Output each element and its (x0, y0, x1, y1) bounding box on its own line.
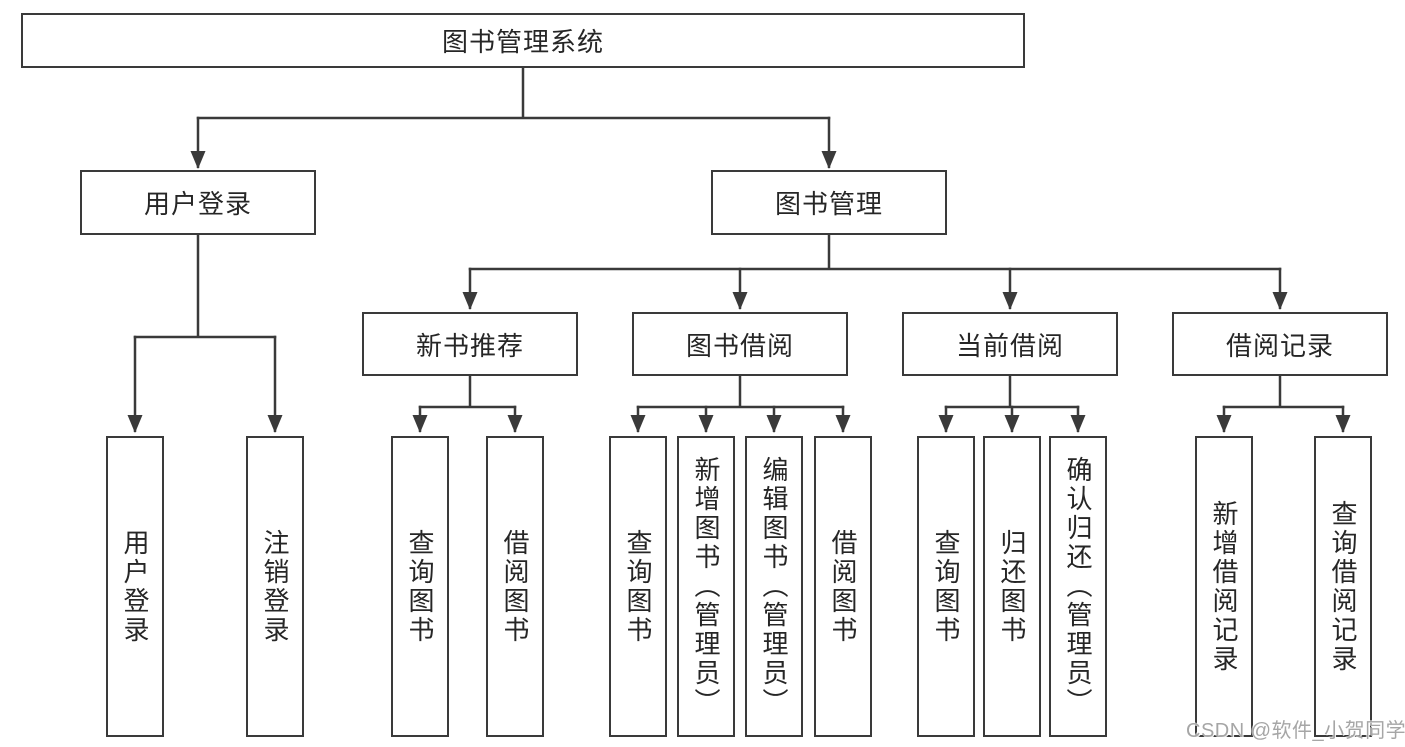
leaf-label: 注销登录 (260, 528, 290, 645)
leaf-label: 新增借阅记录 (1209, 499, 1239, 674)
leaf-query-books-3: 查询图书 (917, 436, 975, 737)
node-borrow-records: 借阅记录 (1172, 312, 1388, 376)
csdn-watermark: CSDN @软件_小贺同学 (1186, 720, 1405, 742)
leaf-label: 借阅图书 (500, 528, 530, 645)
leaf-user-login: 用户登录 (106, 436, 164, 737)
leaf-add-books-admin: 新增图书（管理员） (677, 436, 735, 737)
leaf-add-borrow-record: 新增借阅记录 (1195, 436, 1253, 737)
node-new-book-recommend: 新书推荐 (362, 312, 578, 376)
node-book-management: 图书管理 (711, 170, 947, 235)
leaf-query-books-1: 查询图书 (391, 436, 449, 737)
leaf-label: 查询借阅记录 (1328, 499, 1358, 674)
leaf-label: 用户登录 (120, 528, 150, 645)
leaf-label: 归还图书 (997, 528, 1027, 645)
leaf-label: 编辑图书（管理员） (759, 456, 789, 717)
node-root: 图书管理系统 (21, 13, 1025, 68)
leaf-label: 确认归还（管理员） (1063, 456, 1093, 717)
node-user-login: 用户登录 (80, 170, 316, 235)
leaf-label: 查询图书 (405, 528, 435, 645)
node-book-borrow: 图书借阅 (632, 312, 848, 376)
leaf-confirm-return-admin: 确认归还（管理员） (1049, 436, 1107, 737)
leaf-borrow-books-2: 借阅图书 (814, 436, 872, 737)
leaf-label: 新增图书（管理员） (691, 456, 721, 717)
leaf-query-borrow-record: 查询借阅记录 (1314, 436, 1372, 737)
leaf-label: 借阅图书 (828, 528, 858, 645)
leaf-logout: 注销登录 (246, 436, 304, 737)
leaf-label: 查询图书 (623, 528, 653, 645)
leaf-return-books: 归还图书 (983, 436, 1041, 737)
node-current-borrow: 当前借阅 (902, 312, 1118, 376)
leaf-query-books-2: 查询图书 (609, 436, 667, 737)
leaf-borrow-books-1: 借阅图书 (486, 436, 544, 737)
leaf-edit-books-admin: 编辑图书（管理员） (745, 436, 803, 737)
leaf-label: 查询图书 (931, 528, 961, 645)
